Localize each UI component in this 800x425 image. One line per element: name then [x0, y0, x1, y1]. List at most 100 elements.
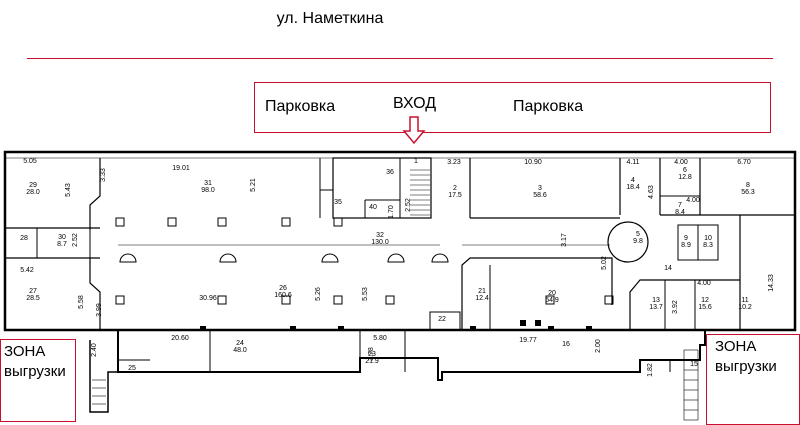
room-7-number: 7: [678, 202, 682, 209]
round-room-5: [607, 221, 649, 263]
dimension-label: 2.00: [595, 339, 602, 353]
zone-right-line2: выгрузки: [715, 358, 777, 375]
street-name: ул. Наметкина: [276, 10, 384, 27]
room-12-area: 15.6: [698, 304, 712, 311]
room-12-number: 12: [701, 297, 709, 304]
stair-1: [410, 169, 430, 216]
room-6-area: 12.8: [678, 174, 692, 181]
unloading-zone-left: ЗОНА выгрузки: [0, 339, 76, 422]
dimension-label: 3.17: [561, 233, 568, 247]
dimension-label: 5.26: [315, 287, 322, 301]
room-26-number: 26: [279, 285, 287, 292]
dimension-label: 4.63: [648, 185, 655, 199]
street-line: [27, 58, 773, 59]
lower-annex-outline: [117, 330, 706, 381]
room-28-number: 28: [20, 235, 28, 242]
dimension-label: 5.58: [78, 295, 85, 309]
building-outline: [3, 150, 797, 332]
room-23-number: 23: [368, 351, 376, 358]
room-9-area: 8.9: [681, 242, 691, 249]
dimension-label: 20.60: [171, 335, 189, 342]
parking-area: [254, 82, 771, 133]
room-11-area: 10.2: [738, 304, 752, 311]
zone-left-line1: ЗОНА: [4, 343, 46, 360]
dimension-label: 4.00: [674, 159, 688, 166]
room-30-area: 8.7: [57, 241, 67, 248]
dimension-label: 3.92: [672, 300, 679, 314]
dimension-label: 19.01: [172, 165, 190, 172]
dimension-label: 2.40: [91, 343, 98, 357]
room-9-number: 9: [684, 235, 688, 242]
room-3-number: 3: [538, 185, 542, 192]
room-16-number: 16: [562, 341, 570, 348]
room-40-number: 40: [369, 204, 377, 211]
room-24-area: 48.0: [233, 347, 247, 354]
dimension-label: 4.00: [697, 280, 711, 287]
room-23-area: 21.9: [365, 358, 379, 365]
dimension-label: 5.80: [373, 335, 387, 342]
parking-label-right: Парковка: [513, 98, 584, 115]
room-32-area: 130.0: [371, 239, 389, 246]
dimension-label: 1.82: [647, 363, 654, 377]
room-26-area: 160.6: [274, 292, 292, 299]
room-29-number: 29: [29, 182, 37, 189]
room-5-number: 5: [636, 231, 640, 238]
dimension-label: 5.02: [601, 256, 608, 270]
room-10-area: 8.3: [703, 242, 713, 249]
stair-right: [683, 349, 699, 421]
room-6-number: 6: [683, 167, 687, 174]
room-4-number: 4: [631, 177, 635, 184]
dimension-label: 10.90: [524, 159, 542, 166]
dimension-label: 5.53: [362, 287, 369, 301]
unloading-zone-right: ЗОНА выгрузки: [706, 334, 800, 425]
room-29-area: 28.0: [26, 189, 40, 196]
room-15-number: 15: [690, 361, 698, 368]
dimension-label: 30.96: [199, 295, 217, 302]
room-31-number: 31: [204, 180, 212, 187]
room-5-area: 9.8: [633, 238, 643, 245]
dimension-label: 5.05: [23, 158, 37, 165]
zone-right-line1: ЗОНА: [715, 338, 757, 355]
dimension-label: 3.33: [100, 168, 107, 182]
room-27-area: 28.5: [26, 295, 40, 302]
room-27-number: 27: [29, 288, 37, 295]
columns: [115, 217, 614, 305]
room-36-number: 36: [386, 169, 394, 176]
stair-left: [92, 379, 106, 405]
room-32-number: 32: [376, 232, 384, 239]
dimension-label: 4.11: [626, 159, 639, 166]
dimension-label: 3.99: [96, 303, 103, 317]
dimension-label: 1.70: [388, 205, 395, 219]
dimension-label: 2.52: [72, 233, 79, 247]
room-10-number: 10: [704, 235, 712, 242]
room-30-number: 30: [58, 234, 66, 241]
room-14-number: 14: [664, 265, 672, 272]
room-2-number: 2: [453, 185, 457, 192]
room-11-number: 11: [741, 297, 748, 304]
room-20-number: 20: [548, 290, 556, 297]
hatching: [200, 320, 592, 331]
entrance-arrow-icon: [402, 116, 426, 145]
room-1-number: 1: [414, 158, 418, 165]
arches: [119, 253, 449, 263]
room-21-area: 12.4: [475, 295, 489, 302]
dimension-label: 14.33: [768, 274, 775, 292]
entrance-label: ВХОД: [393, 95, 437, 112]
room-8-area: 56.3: [741, 189, 755, 196]
room-24-number: 24: [236, 340, 244, 347]
dimension-label: 6.70: [737, 159, 751, 166]
room-13-area: 13.7: [649, 304, 663, 311]
dimension-label: 2.52: [405, 198, 412, 212]
dimension-label: 4.00: [686, 197, 700, 204]
room-4-area: 18.4: [626, 184, 640, 191]
dimension-label: 19.77: [519, 337, 537, 344]
room-3-area: 58.6: [533, 192, 547, 199]
room-25-number: 25: [128, 365, 136, 372]
dimension-label: 3.78: [368, 347, 375, 361]
room-7-area: 8.4: [675, 209, 685, 216]
room-20-area: 54.9: [545, 297, 559, 304]
room-22-number: 22: [438, 316, 446, 323]
room-35-number: 35: [334, 199, 342, 206]
dimension-label: 5.43: [65, 183, 72, 197]
